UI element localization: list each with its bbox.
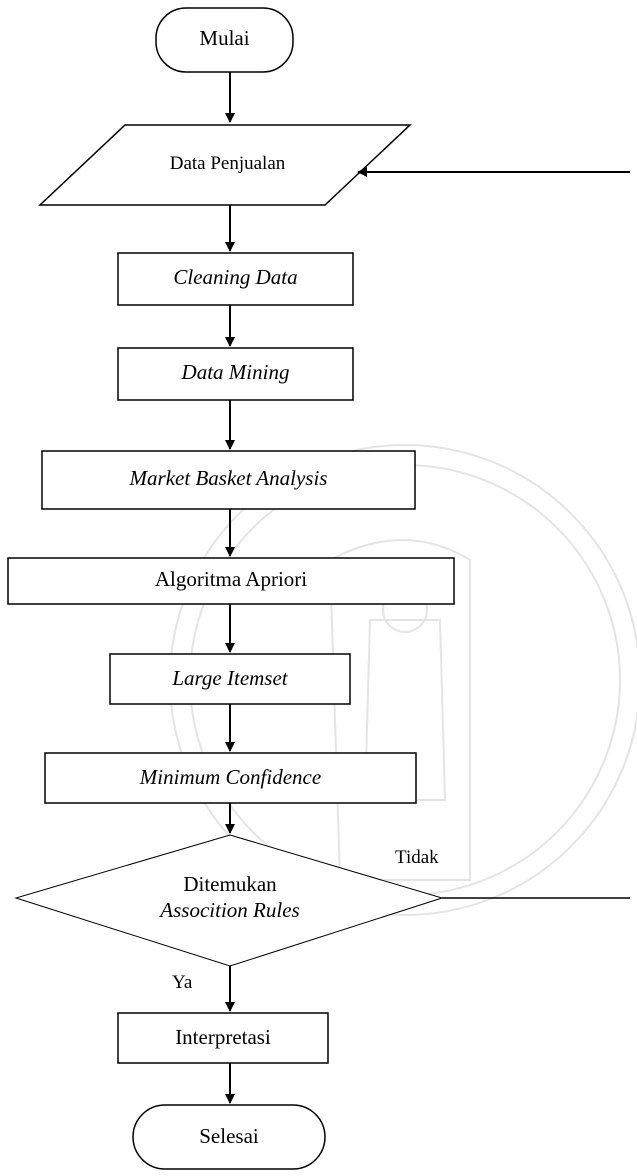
step-confidence-label: Minimum Confidence bbox=[139, 765, 322, 789]
input-label: Data Penjualan bbox=[169, 153, 286, 174]
step-apriori-label: Algoritma Apriori bbox=[154, 567, 308, 591]
decision-label-line1: Ditemukan bbox=[183, 872, 277, 896]
decision-yes-label: Ya bbox=[172, 972, 193, 993]
step-cleaning-label: Cleaning Data bbox=[173, 265, 298, 289]
process-datamining-box bbox=[117, 347, 354, 401]
end-label: Selesai bbox=[199, 1124, 259, 1148]
decision-no-label: Tidak bbox=[395, 847, 439, 868]
step-datamining-label: Data Mining bbox=[181, 360, 290, 384]
process-confidence-box bbox=[44, 752, 417, 804]
input-parallelogram bbox=[38, 124, 412, 206]
process-apriori-box bbox=[7, 557, 455, 605]
step-itemset-label: Large Itemset bbox=[172, 666, 288, 690]
decision-label-line2: Assocition Rules bbox=[160, 898, 300, 922]
process-interpretasi-box bbox=[117, 1012, 329, 1064]
process-cleaning-box bbox=[117, 252, 354, 306]
start-terminal bbox=[155, 7, 294, 73]
process-mba-box bbox=[41, 450, 416, 510]
process-itemset-box bbox=[109, 653, 351, 705]
output-label: Interpretasi bbox=[175, 1025, 271, 1049]
step-mba-label: Market Basket Analysis bbox=[129, 466, 328, 490]
start-label: Mulai bbox=[199, 26, 250, 50]
end-terminal bbox=[132, 1104, 326, 1170]
